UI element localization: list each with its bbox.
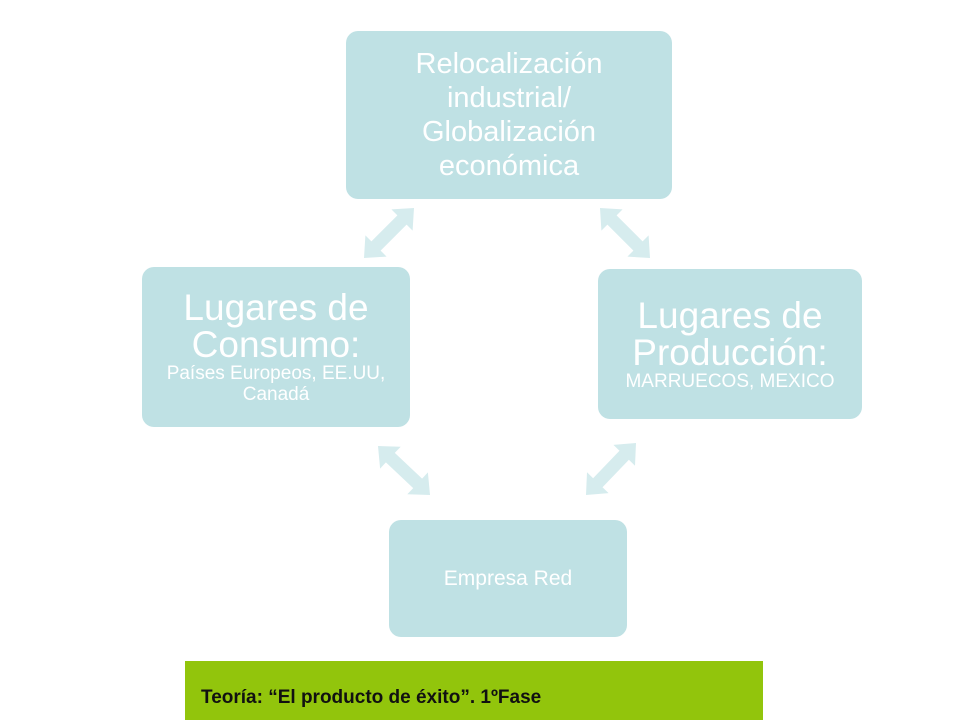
arrow-left-top [364,208,414,258]
footer-text: Teoría: “El producto de éxito”. 1ºFase [201,687,542,708]
node-lugares-consumo-subtitle: Países Europeos, EE.UU, Canadá [166,363,386,405]
node-lugares-consumo-title: Lugares de Consumo: [183,287,369,365]
footer-banner: Teoría: “El producto de éxito”. 1ºFase [185,661,763,720]
node-lugares-produccion-subtitle: MARRUECOS, MEXICO [625,370,835,392]
node-lugares-consumo: Lugares de Consumo: Países Europeos, EE.… [142,267,410,427]
node-empresa-red-label: Empresa Red [443,566,573,590]
node-lugares-produccion: Lugares de Producción: MARRUECOS, MEXICO [598,269,862,419]
arrow-top-right [600,208,650,258]
node-relocalizacion: Relocalización industrial/ Globalización… [346,31,672,199]
node-relocalizacion-label: Relocalización industrial/ Globalización… [415,48,603,182]
arrow-right-bottom [586,443,636,495]
node-lugares-produccion-title: Lugares de Producción: [632,294,828,373]
node-empresa-red: Empresa Red [389,520,627,637]
arrow-bottom-left [378,446,430,495]
